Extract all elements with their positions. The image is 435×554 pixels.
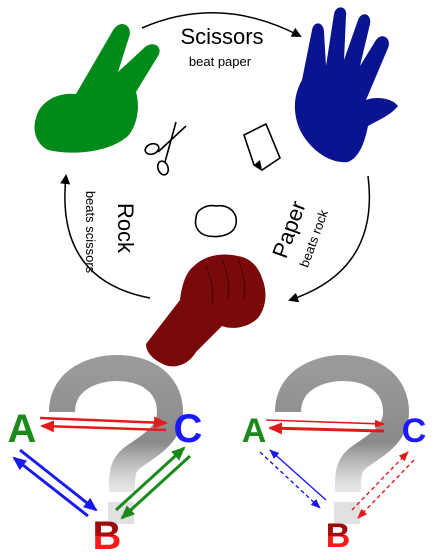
node-label-a: A [242, 412, 267, 450]
left-intransitive-triangle: A C B [8, 354, 203, 554]
arrow-b-to-c [114, 446, 186, 512]
rock-subtitle: beats scissors [83, 191, 98, 274]
arrow-a-to-c [265, 419, 385, 428]
arrow-c-to-a [40, 420, 167, 433]
paper-hand-icon [294, 7, 398, 163]
paper-sheet-icon [243, 122, 281, 171]
arrow-c-to-b [357, 459, 415, 519]
node-label-c: C [402, 412, 427, 450]
scissors-icon [144, 121, 187, 176]
arrow-a-to-c [39, 416, 168, 429]
node-label-b: B [93, 514, 122, 554]
cycle-arrow-paper-to-rock [288, 175, 371, 303]
arrow-b-to-a [12, 456, 89, 518]
scissors-title: Scissors [180, 24, 263, 49]
cycle-arrow-scissors-to-paper [141, 12, 302, 37]
right-intransitive-triangle: A C B [242, 354, 427, 554]
arrow-a-to-b [19, 448, 98, 512]
arrow-c-to-b [120, 454, 192, 520]
rock-hand-icon [146, 254, 266, 367]
question-mark-icon [275, 354, 410, 524]
node-label-c: C [174, 407, 203, 451]
scissors-hand-icon [34, 23, 160, 153]
node-label-b: B [326, 517, 351, 554]
arrow-c-to-a [268, 422, 385, 435]
cycle-arrow-rock-to-scissors [60, 174, 151, 299]
rock-title: Rock [113, 203, 138, 254]
arrow-a-to-b [259, 451, 321, 509]
node-label-a: A [8, 407, 37, 451]
rock-icon [194, 204, 238, 238]
scissors-subtitle: beat paper [189, 54, 252, 69]
question-mark-icon [49, 354, 184, 524]
arrow-b-to-a [269, 449, 327, 501]
